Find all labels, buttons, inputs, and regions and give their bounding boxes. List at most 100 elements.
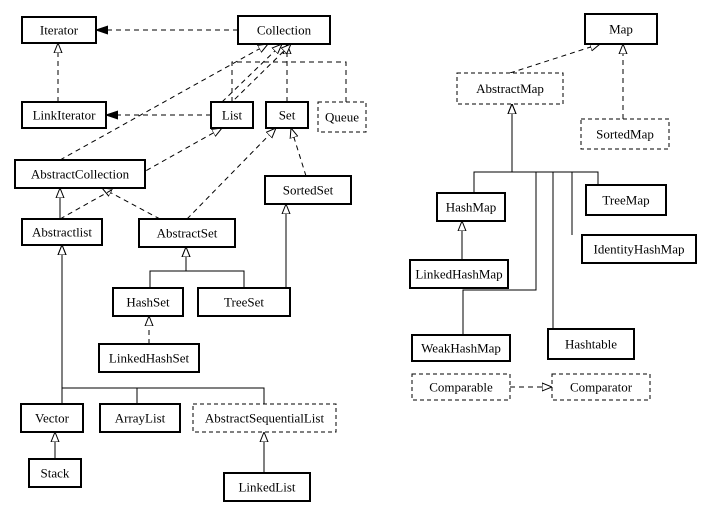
class-box-label: LinkedHashSet: [109, 351, 190, 366]
class-box-frame: [551, 373, 651, 401]
class-box-frame: [99, 403, 181, 433]
class-box-frame: [21, 16, 97, 44]
class-box-label: List: [222, 108, 243, 123]
edge-abstractset-to-abstractcollection: [102, 188, 161, 220]
edge-hashmap-to-abstractmap: [473, 104, 512, 193]
class-box-label: Set: [279, 108, 296, 123]
class-box-set: Set: [265, 101, 309, 129]
class-box-collection: Collection: [237, 15, 331, 45]
class-box-identityhashmap: IdentityHashMap: [581, 234, 697, 264]
class-box-frame: [409, 259, 509, 289]
edge-hashset-to-abstractset: [149, 247, 186, 288]
class-box-frame: [223, 472, 311, 502]
class-box-abstractlist: Abstractlist: [21, 218, 103, 246]
class-box-label: ArrayList: [115, 411, 166, 426]
connectors: [55, 30, 623, 473]
class-box-frame: [436, 192, 506, 222]
class-box-label: HashSet: [126, 295, 170, 310]
class-box-abstractcollection: AbstractCollection: [14, 159, 146, 189]
class-box-frame: [581, 234, 697, 264]
class-box-label: AbstractMap: [476, 81, 544, 96]
class-box-treeset: TreeSet: [197, 287, 291, 317]
class-box-label: TreeMap: [602, 193, 649, 208]
class-box-label: IdentityHashMap: [594, 242, 685, 257]
edge-treeset-to-abstractset: [186, 247, 245, 288]
class-box-linkedhashmap: LinkedHashMap: [409, 259, 509, 289]
class-box-label: LinkedList: [238, 480, 295, 495]
class-box-label: Comparable: [429, 380, 493, 395]
edge-abstractsequentiallist-to-abstractlist: [62, 245, 265, 404]
class-box-label: SortedSet: [283, 183, 334, 198]
class-box-treemap: TreeMap: [585, 184, 667, 216]
edge-abstractmap-to-map: [509, 44, 600, 74]
class-box-linkiterator: LinkIterator: [21, 101, 107, 129]
class-box-hashset: HashSet: [112, 287, 184, 317]
edge-weakhashmap-to-abstractmap: [512, 104, 554, 330]
class-box-frame: [237, 15, 331, 45]
class-box-comparable: Comparable: [411, 373, 511, 401]
class-box-label: AbstractSet: [157, 226, 218, 241]
class-box-linkedlist: LinkedList: [223, 472, 311, 502]
class-box-frame: [584, 13, 658, 45]
class-box-abstractmap: AbstractMap: [456, 72, 564, 105]
class-box-vector: Vector: [20, 403, 84, 433]
class-box-label: Hashtable: [565, 337, 617, 352]
class-box-label: SortedMap: [596, 127, 654, 142]
class-box-map: Map: [584, 13, 658, 45]
class-box-frame: [112, 287, 184, 317]
class-box-label: AbstractCollection: [31, 167, 130, 182]
class-box-frame: [138, 218, 236, 248]
class-box-frame: [14, 159, 146, 189]
class-box-frame: [411, 373, 511, 401]
class-box-hashmap: HashMap: [436, 192, 506, 222]
class-box-stack: Stack: [28, 458, 82, 488]
class-box-weakhashmap: WeakHashMap: [411, 334, 511, 362]
edge-abstractset-to-set: [186, 128, 276, 220]
class-box-hashtable: Hashtable: [547, 328, 635, 360]
class-box-frame: [192, 403, 337, 433]
class-box-label: LinkIterator: [33, 108, 96, 123]
class-box-label: WeakHashMap: [421, 341, 501, 356]
class-box-arraylist: ArrayList: [99, 403, 181, 433]
class-box-frame: [547, 328, 635, 360]
class-box-label: Vector: [35, 411, 70, 426]
class-box-frame: [197, 287, 291, 317]
class-box-frame: [210, 101, 254, 129]
class-box-iterator: Iterator: [21, 16, 97, 44]
edge-abstractcollection-to-collection: [59, 44, 268, 161]
class-box-label: HashMap: [446, 200, 497, 215]
edge-treemap-to-sortedmap: [512, 104, 573, 235]
class-box-list: List: [210, 101, 254, 129]
class-box-frame: [317, 101, 367, 133]
class-box-label: Comparator: [570, 380, 633, 395]
edge-arraylist-to-abstractlist: [62, 245, 138, 404]
class-box-sortedmap: SortedMap: [580, 118, 670, 150]
class-box-frame: [98, 343, 200, 373]
class-box-frame: [264, 175, 352, 205]
class-box-frame: [585, 184, 667, 216]
class-box-label: AbstractSequentialList: [205, 411, 325, 426]
class-box-frame: [456, 72, 564, 105]
class-box-label: TreeSet: [224, 295, 264, 310]
class-box-sortedset: SortedSet: [264, 175, 352, 205]
class-box-label: Collection: [257, 23, 312, 38]
class-box-frame: [28, 458, 82, 488]
class-box-abstractsequentiallist: AbstractSequentialList: [192, 403, 337, 433]
class-box-frame: [265, 101, 309, 129]
class-box-abstractset: AbstractSet: [138, 218, 236, 248]
class-box-queue: Queue: [317, 101, 367, 133]
class-box-label: Iterator: [40, 23, 79, 38]
class-box-comparator: Comparator: [551, 373, 651, 401]
class-box-frame: [20, 403, 84, 433]
class-box-linkedhashset: LinkedHashSet: [98, 343, 200, 373]
class-box-label: Stack: [41, 466, 70, 481]
edge-queue-to-collection: [231, 44, 347, 104]
class-box-label: Map: [609, 22, 633, 37]
class-box-frame: [411, 334, 511, 362]
class-box-label: Abstractlist: [32, 225, 92, 240]
class-box-frame: [21, 101, 107, 129]
class-box-label: Queue: [325, 110, 359, 125]
class-box-frame: [580, 118, 670, 150]
class-box-frame: [21, 218, 103, 246]
